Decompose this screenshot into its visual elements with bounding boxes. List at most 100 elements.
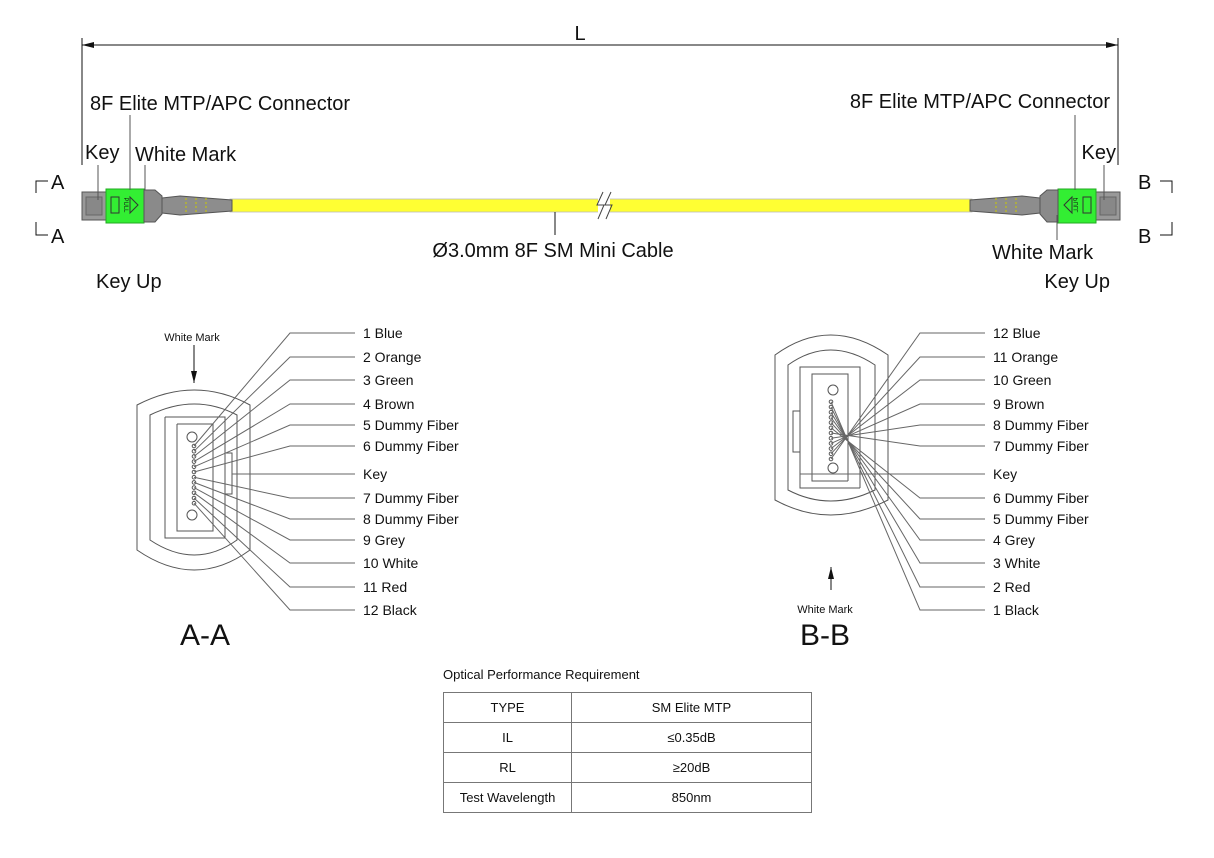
- pin-label: 11 Orange: [993, 349, 1058, 365]
- table-cell: Test Wavelength: [443, 782, 572, 813]
- pin-leader: [193, 356, 355, 452]
- pin-label: 10 Green: [993, 372, 1051, 388]
- guide-hole: [827, 462, 839, 474]
- guide-hole: [186, 509, 198, 521]
- fiber-dot: [828, 441, 834, 446]
- right-orientation-label: Key Up: [1044, 271, 1110, 293]
- pin-label: 6 Dummy Fiber: [363, 438, 459, 454]
- arrow-icon: [129, 195, 139, 215]
- left-orientation-label: Key Up: [96, 271, 162, 293]
- pin-label: 1 Blue: [363, 325, 403, 341]
- key: [225, 452, 233, 495]
- pin-leader: [830, 427, 985, 499]
- body: [143, 189, 163, 223]
- section-bb-view: 12 Blue 11 Orange 10 Green 9 Brown 8 Dummy F…: [774, 325, 1089, 618]
- outer-shell: [774, 334, 889, 516]
- guide-hole: [827, 384, 839, 396]
- pin-label: 1 Black: [993, 602, 1040, 618]
- boot: [969, 195, 1041, 216]
- arrow-icon: [1063, 195, 1073, 215]
- length-dimension: [81, 38, 1119, 165]
- right-key-label: Key: [1082, 142, 1116, 164]
- pin-label: 5 Dummy Fiber: [363, 417, 459, 433]
- pin-label: 10 White: [363, 555, 418, 571]
- pin-label: 6 Dummy Fiber: [993, 490, 1089, 506]
- section-aa-white-mark: White Mark: [164, 332, 220, 344]
- left-leaders: [97, 115, 146, 200]
- section-bb-white-mark: White Mark: [797, 604, 853, 616]
- cable-label: Ø3.0mm 8F SM Mini Cable: [432, 240, 673, 262]
- pin-leader: [193, 492, 355, 564]
- section-bb-title: B-B: [800, 619, 850, 652]
- left-key-label: Key: [85, 142, 119, 164]
- pin-label: 8 Dummy Fiber: [993, 417, 1089, 433]
- dimension-label: L: [574, 23, 585, 45]
- pin-leader: [830, 356, 985, 455]
- table-cell: RL: [443, 752, 572, 783]
- section-marker-b: [1160, 180, 1173, 236]
- right-connector-label: 8F Elite MTP/APC Connector: [850, 91, 1110, 113]
- pin-leader: [193, 481, 355, 520]
- section-aa-title: A-A: [180, 619, 230, 652]
- section-b-bottom: B: [1138, 226, 1151, 248]
- ferrule-face: [176, 423, 214, 532]
- pin-label: 2 Orange: [363, 349, 422, 365]
- pin-label: 4 Brown: [363, 396, 414, 412]
- inner-shell: [787, 349, 876, 502]
- pin-label: 12 Blue: [993, 325, 1041, 341]
- pin-label: 11 Red: [363, 579, 407, 595]
- pin-leader: [830, 422, 985, 520]
- key: [792, 410, 800, 453]
- left-connector: PULL: [81, 188, 233, 224]
- pin-leader: [193, 497, 355, 588]
- body: [1039, 189, 1059, 223]
- pin-label: 9 Brown: [993, 396, 1044, 412]
- pin-leader: [830, 401, 985, 611]
- pin-leader: [193, 424, 355, 468]
- key: [85, 196, 103, 216]
- pin-leader: [830, 332, 985, 460]
- pin-label: 9 Grey: [363, 532, 405, 548]
- pin-leader: [830, 406, 985, 588]
- table-row: RL≥20dB: [443, 752, 812, 783]
- latch-label: PULL: [122, 197, 128, 213]
- inner-shell: [149, 403, 238, 556]
- right-white-mark-label: White Mark: [992, 242, 1094, 264]
- table-cell: ≤0.35dB: [571, 722, 812, 753]
- pin-leader: [830, 403, 985, 444]
- pin-label: 7 Dummy Fiber: [363, 490, 459, 506]
- pin-label: 12 Black: [363, 602, 418, 618]
- right-connector: PULL: [969, 188, 1121, 224]
- pin-label: 5 Dummy Fiber: [993, 511, 1089, 527]
- table-cell: ≥20dB: [571, 752, 812, 783]
- pin-leader: [193, 502, 355, 611]
- latch: [105, 188, 145, 224]
- section-a-bottom: A: [51, 226, 65, 248]
- section-b-top: B: [1138, 172, 1151, 194]
- left-connector-label: 8F Elite MTP/APC Connector: [90, 93, 350, 115]
- pin-label: 7 Dummy Fiber: [993, 438, 1089, 454]
- pin-label: 4 Grey: [993, 532, 1035, 548]
- table-cell: TYPE: [443, 692, 572, 723]
- guide-hole: [186, 431, 198, 443]
- latch-label: PULL: [1074, 197, 1080, 213]
- pin-leader: [193, 332, 355, 447]
- pin-leader: [830, 432, 985, 447]
- pin-label: 2 Red: [993, 579, 1030, 595]
- section-marker-a: [35, 180, 48, 236]
- pin-label: Key: [363, 466, 387, 482]
- table-cell: IL: [443, 722, 572, 753]
- ferrule-face: [811, 373, 849, 482]
- right-leaders: [1056, 115, 1105, 240]
- pin-leader: [193, 445, 355, 473]
- key: [1099, 196, 1117, 216]
- section-a-top: A: [51, 172, 65, 194]
- table-cell: SM Elite MTP: [571, 692, 812, 723]
- pin-leader: [193, 476, 355, 499]
- pin-leader: [193, 379, 355, 457]
